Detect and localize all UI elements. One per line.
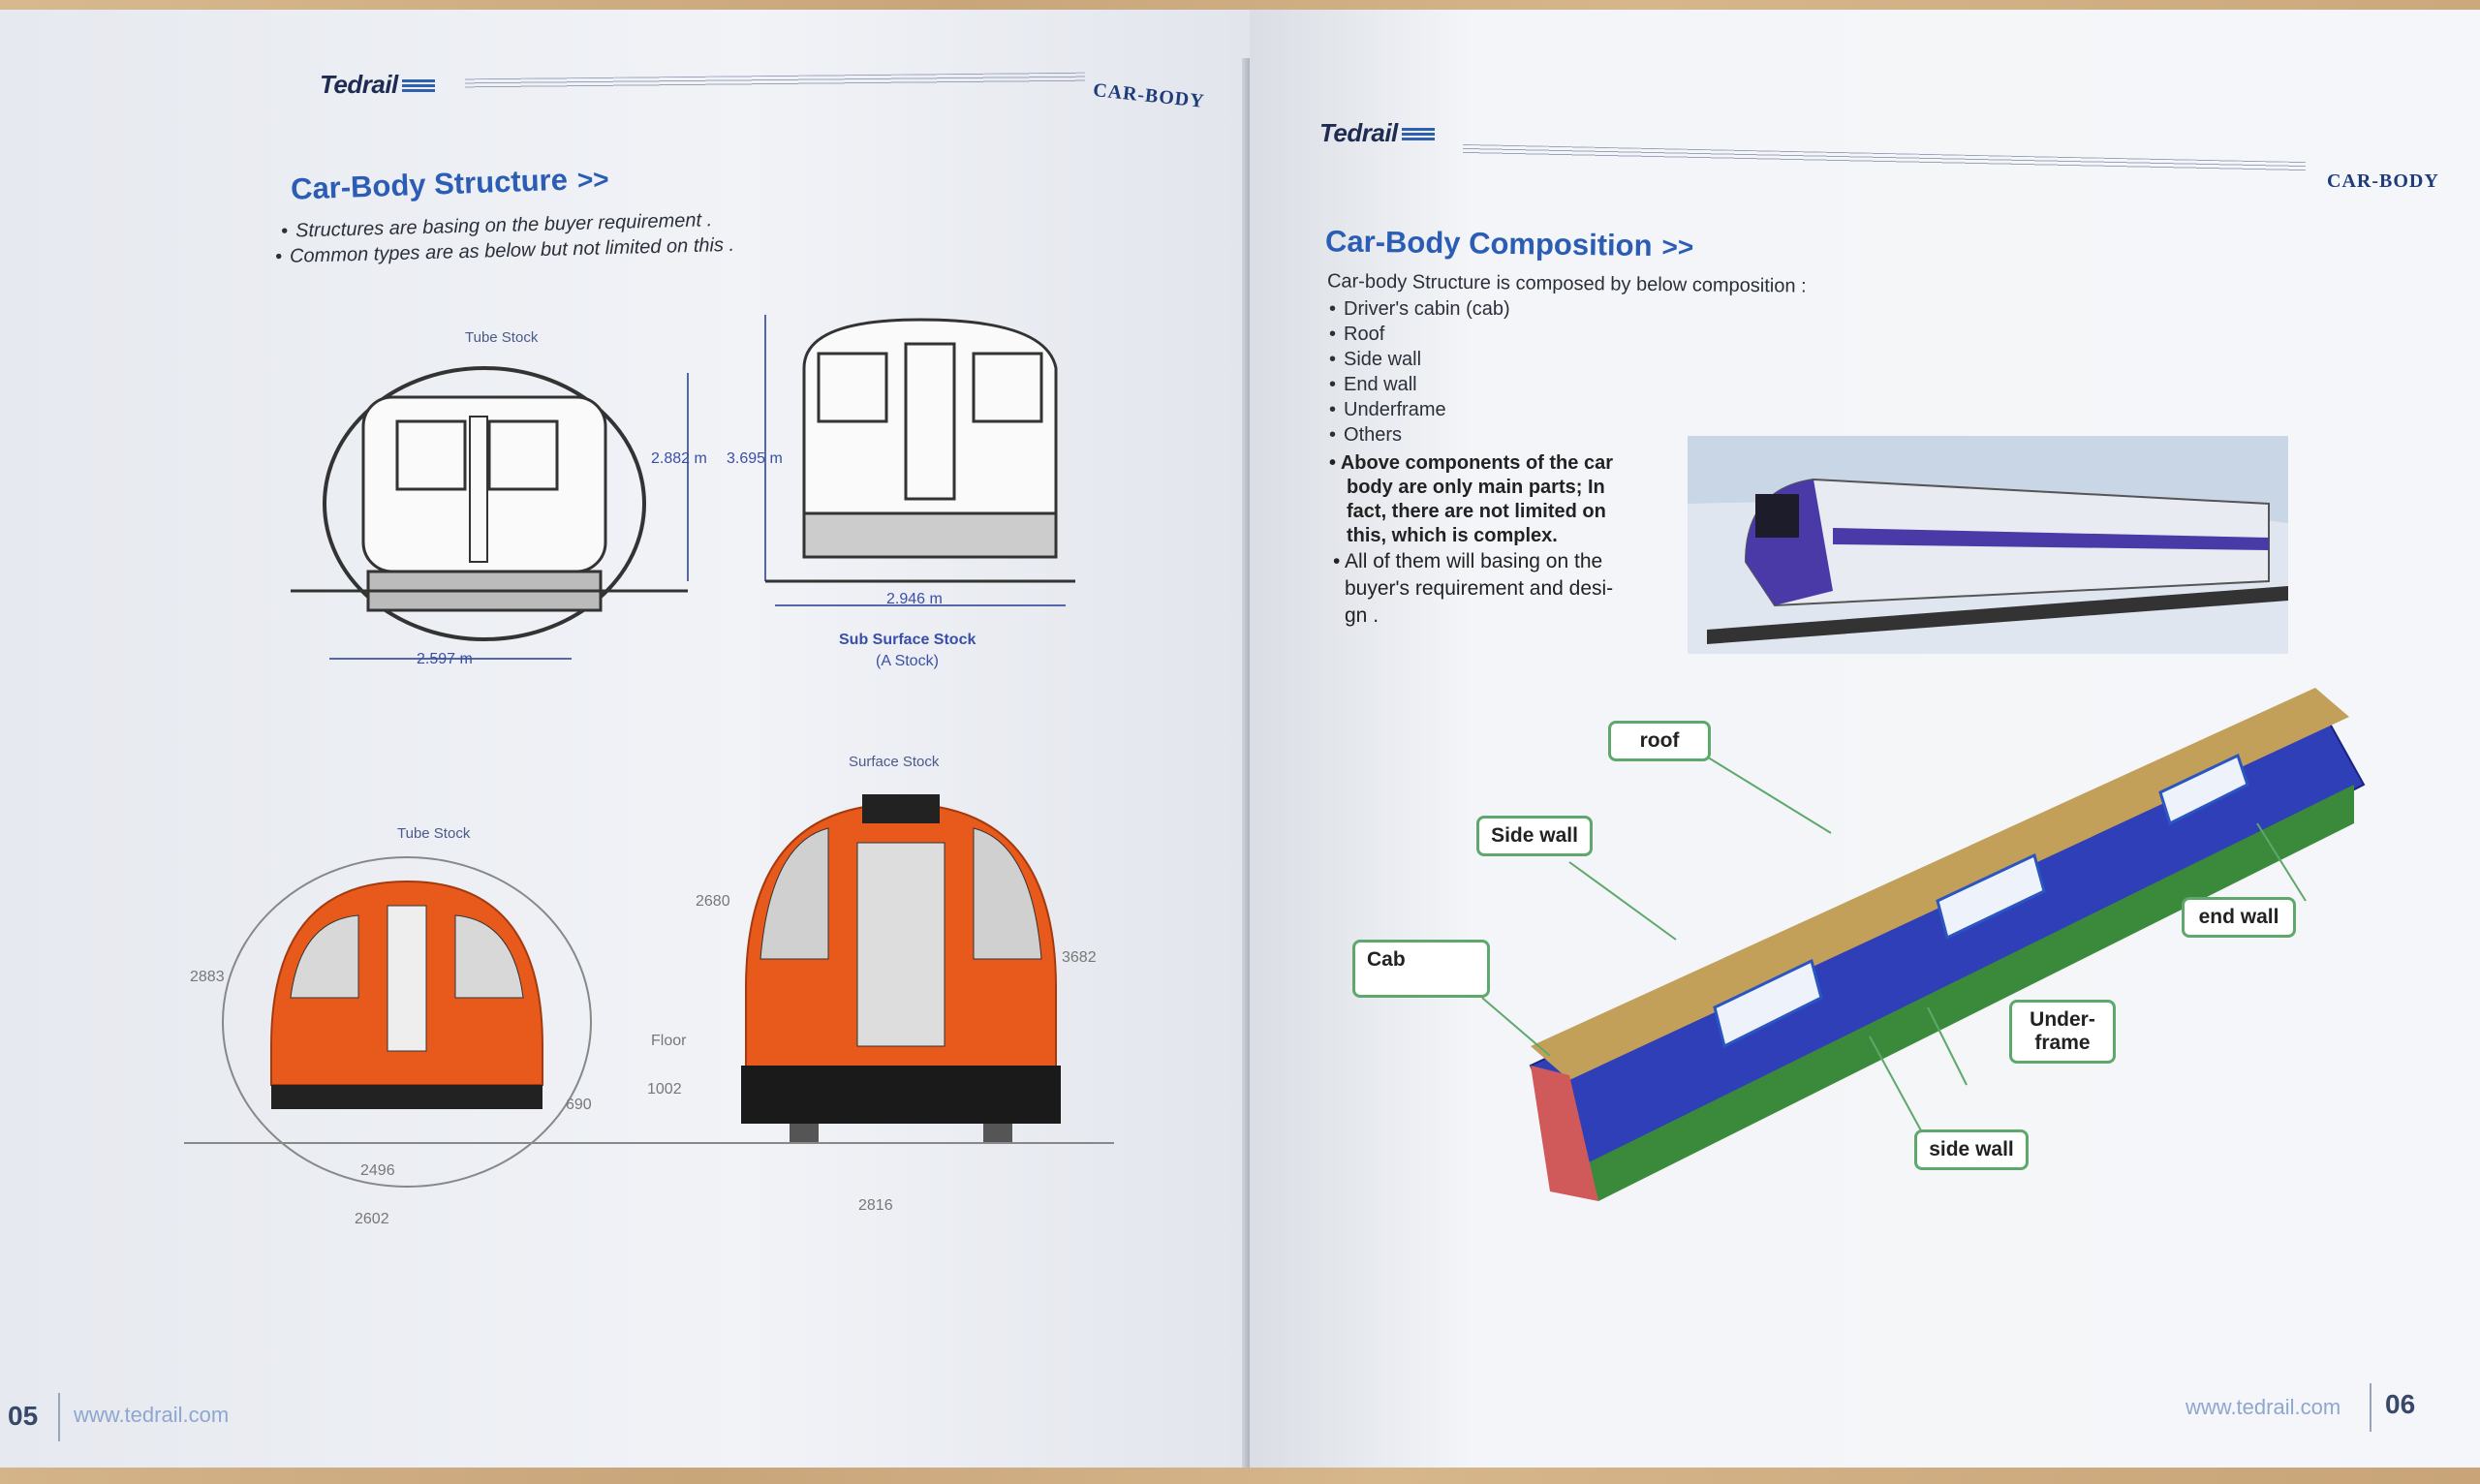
page-number: 05 xyxy=(8,1401,39,1431)
list-item: Driver's cabin (cab) xyxy=(1329,296,1510,322)
composition-list: Driver's cabin (cab) Roof Side wall End … xyxy=(1329,296,1510,448)
dimension-floor: Floor xyxy=(651,1033,687,1049)
tube-stock-bottom-label: Tube Stock xyxy=(397,825,471,842)
a-stock-label: (A Stock) xyxy=(876,653,939,669)
header-rule xyxy=(464,72,1086,89)
dimension-2882: 2.882 m xyxy=(651,450,707,467)
callout-end-wall: end wall xyxy=(2182,897,2296,938)
dimension-2816: 2816 xyxy=(858,1197,893,1214)
note-buyer-requirement: • All of them will basing on the buyer's… xyxy=(1333,550,1614,627)
car-body-exploded-diagram xyxy=(1529,688,2366,1201)
brand-logo: Tedrail xyxy=(320,70,435,100)
callout-roof: roof xyxy=(1608,721,1711,761)
footer-url[interactable]: www.tedrail.com xyxy=(2186,1395,2341,1419)
tube-stock-orange-drawing xyxy=(184,856,649,1188)
note-main-parts: • Above components of the car body are o… xyxy=(1329,452,1613,546)
dimension-2946: 2.946 m xyxy=(886,591,943,607)
tube-stock-line-drawing xyxy=(291,366,688,641)
brand-logo: Tedrail xyxy=(1319,118,1435,148)
list-item: Underframe xyxy=(1329,397,1510,422)
list-item: End wall xyxy=(1329,372,1510,397)
surface-stock-label: Surface Stock xyxy=(849,754,940,770)
callout-leader-lines xyxy=(1481,755,2307,1144)
dimension-3695: 3.695 m xyxy=(727,450,783,467)
left-page: Tedrail CAR-BODY Car-Body Structure>> St… xyxy=(0,10,1250,1468)
tube-stock-top-label: Tube Stock xyxy=(465,329,539,346)
dimension-2496: 2496 xyxy=(360,1162,395,1179)
sub-surface-stock-label: Sub Surface Stock xyxy=(839,632,976,648)
surface-stock-orange-drawing xyxy=(620,794,1114,1144)
callout-side-wall-bottom: side wall xyxy=(1914,1129,2029,1170)
callout-underframe: Under-frame xyxy=(2009,1000,2116,1064)
callout-side-wall-top: Side wall xyxy=(1476,816,1593,856)
footer-divider xyxy=(58,1393,60,1441)
dimension-2883: 2883 xyxy=(190,969,225,985)
dimension-2602: 2602 xyxy=(355,1211,389,1227)
right-page: Tedrail CAR-BODY Car-Body Composition>> … xyxy=(1250,10,2480,1468)
dimension-lines-top xyxy=(329,315,766,660)
page-title: Car-Body Structure>> xyxy=(290,162,610,206)
sub-surface-stock-line-drawing xyxy=(765,318,1075,606)
dimension-2680: 2680 xyxy=(696,893,730,910)
footer-url[interactable]: www.tedrail.com xyxy=(74,1403,230,1427)
dimension-1002: 1002 xyxy=(647,1081,682,1098)
section-label: CAR-BODY xyxy=(2327,170,2439,192)
footer-divider xyxy=(2370,1383,2372,1432)
section-label: CAR-BODY xyxy=(1092,79,1206,112)
dimension-690: 690 xyxy=(566,1097,592,1113)
metro-train-photo xyxy=(1688,436,2288,654)
list-item: Roof xyxy=(1329,322,1510,347)
dimension-3682: 3682 xyxy=(1062,949,1097,966)
list-item: Others xyxy=(1329,422,1510,448)
page-number: 06 xyxy=(2385,1389,2416,1419)
chevron-icon: >> xyxy=(576,164,610,196)
callout-cab: Cab xyxy=(1352,940,1490,998)
dimension-2597: 2.597 m xyxy=(417,651,473,667)
list-item: Side wall xyxy=(1329,347,1510,372)
